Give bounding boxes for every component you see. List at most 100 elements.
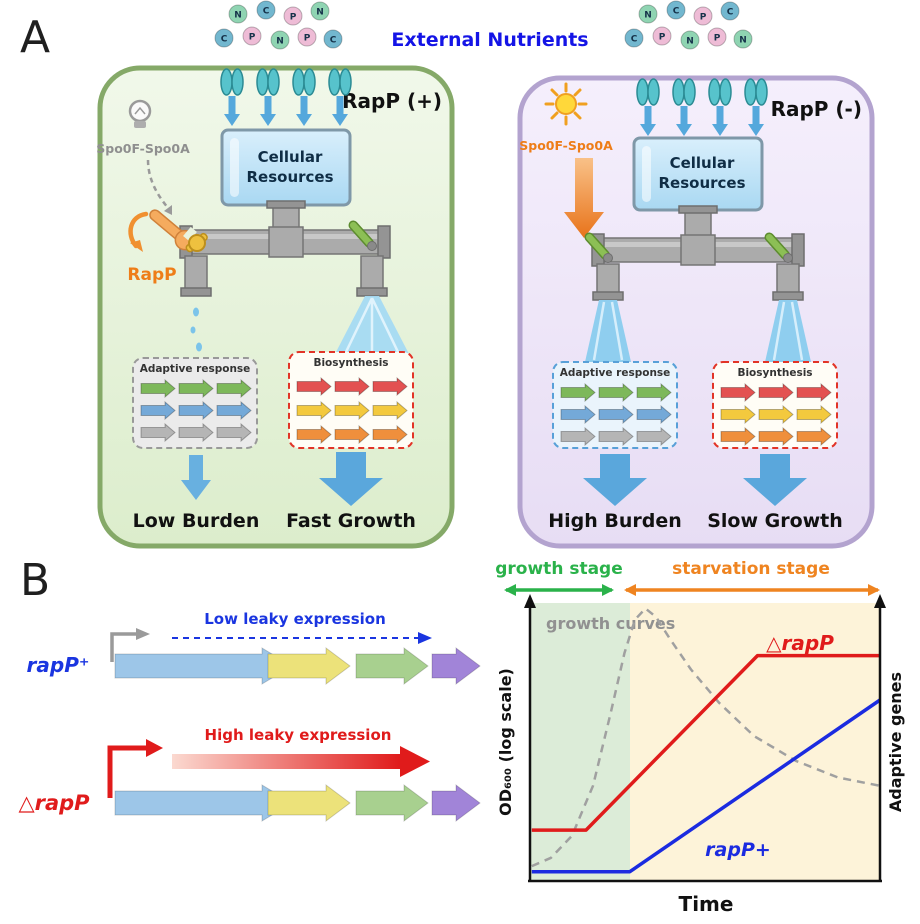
leaky-expression-arrowhead xyxy=(418,632,432,644)
nutrient-molecule: N xyxy=(733,29,753,49)
y-axis-right-arrowhead xyxy=(874,594,886,608)
biosynthesis-box-title: Biosynthesis xyxy=(737,367,812,379)
outcome-label: Low Burden xyxy=(133,510,260,532)
nutrient-molecule: C xyxy=(214,28,234,48)
outcome-label: High Burden xyxy=(548,510,682,532)
stage-label: starvation stage xyxy=(672,559,830,579)
promoter-arrowhead xyxy=(146,739,163,757)
adaptive-response-box: Adaptive response xyxy=(552,361,678,449)
gene-arrow xyxy=(267,647,351,685)
cell-rapp-minus: RapP (-) Spo0F-Spo0A Cellular Resources xyxy=(517,75,875,549)
wrench-icon xyxy=(149,209,197,251)
open-valve-icon xyxy=(764,232,793,263)
svg-text:N: N xyxy=(316,8,324,18)
promoter-icon xyxy=(107,745,146,798)
svg-text:C: C xyxy=(221,35,228,45)
tank-label-line2: Resources xyxy=(246,168,333,186)
gene-arrow xyxy=(114,784,293,822)
svg-text:C: C xyxy=(727,8,734,18)
nutrient-cluster-right: N C P C C P N P N xyxy=(624,0,753,50)
expression-label: High leaky expression xyxy=(205,726,392,744)
biosynthesis-box: Biosynthesis xyxy=(288,351,414,449)
resource-tank: Cellular Resources xyxy=(220,128,352,207)
series-delta-rapp xyxy=(531,653,880,832)
svg-text:C: C xyxy=(263,7,270,17)
leaky-expression-arrow xyxy=(172,754,400,769)
operon-wildtype: rapP⁺ Low leaky expression xyxy=(27,610,481,685)
tank-label-line1: Cellular xyxy=(258,148,323,166)
nutrient-molecule: C xyxy=(666,0,686,20)
outcome-arrow-large xyxy=(319,452,383,506)
svg-text:C: C xyxy=(631,35,638,45)
adaptive-box-title: Adaptive response xyxy=(140,363,251,375)
svg-text:N: N xyxy=(276,37,284,47)
active-signal-arrow xyxy=(564,158,604,238)
nutrient-molecule: P xyxy=(652,26,672,46)
pipe-system xyxy=(591,205,805,301)
svg-text:N: N xyxy=(739,36,747,46)
regulator-label: Spo0F-Spo0A xyxy=(96,141,190,156)
svg-text:N: N xyxy=(644,11,652,21)
biosynthesis-box: Biosynthesis xyxy=(712,361,838,449)
svg-text:P: P xyxy=(290,13,297,23)
nutrient-molecule: C xyxy=(624,28,644,48)
nutrient-molecule: N xyxy=(270,30,290,50)
gene-arrow xyxy=(355,647,429,685)
nutrient-molecule: N xyxy=(680,30,700,50)
nutrient-molecule: C xyxy=(720,1,740,21)
stage-label: growth stage xyxy=(495,559,623,579)
outcome-label: Slow Growth xyxy=(707,510,843,532)
series-label-delta-rapp: △rapP xyxy=(766,631,834,655)
adaptive-box-title: Adaptive response xyxy=(560,367,671,379)
svg-text:P: P xyxy=(659,33,666,43)
series-label-rapp-plus: rapP+ xyxy=(705,839,771,861)
adaptive-response-box: Adaptive response xyxy=(132,357,258,449)
tank-label-line2: Resources xyxy=(658,174,745,192)
biosynthesis-box-title: Biosynthesis xyxy=(313,357,388,369)
svg-text:C: C xyxy=(673,7,680,17)
nutrient-molecule: N xyxy=(310,1,330,21)
inactive-signal-arrow xyxy=(146,159,169,209)
inactive-signal-arrowhead xyxy=(164,205,172,215)
tank-label-line1: Cellular xyxy=(670,154,735,172)
drip-drops xyxy=(190,307,202,352)
svg-text:P: P xyxy=(304,34,311,44)
operon-label: △rapP xyxy=(18,791,90,815)
outcome-arrow-large xyxy=(583,454,647,506)
gene-arrow xyxy=(114,647,293,685)
lightbulb-icon xyxy=(128,99,152,128)
y-axis-left-arrowhead xyxy=(524,594,536,608)
open-valve-icon xyxy=(584,232,613,263)
nutrient-molecule: P xyxy=(693,6,713,26)
pipe-system xyxy=(179,200,391,297)
nutrient-molecule: N xyxy=(228,4,248,24)
starvation-stage-annotation: starvation stage xyxy=(624,559,880,596)
nutrient-molecule: P xyxy=(283,6,303,26)
sun-icon xyxy=(544,82,588,126)
cell-rapp-plus: RapP (+) Cellular Resources xyxy=(96,65,455,549)
water-stream xyxy=(585,300,631,362)
nutrient-cluster-left: N C P N C P N P C xyxy=(214,0,343,50)
x-axis-label: Time xyxy=(679,892,734,916)
svg-text:P: P xyxy=(714,34,721,44)
nutrient-molecule: P xyxy=(242,26,262,46)
growth-plot: growth stage starvation stage growth cur… xyxy=(495,559,905,916)
panel-b-label: B xyxy=(20,555,50,606)
outcome-arrow-small xyxy=(181,455,211,500)
nutrient-molecule: C xyxy=(256,0,276,20)
gene-arrow xyxy=(355,784,429,822)
nutrient-molecule: C xyxy=(323,29,343,49)
leaky-expression-arrowhead xyxy=(400,746,430,777)
water-spray xyxy=(335,296,409,354)
nutrient-molecule: P xyxy=(707,27,727,47)
svg-text:C: C xyxy=(330,36,337,46)
series-rapp-plus xyxy=(531,698,881,874)
operon-mutant: △rapP High leaky expression xyxy=(18,726,481,822)
open-valve-icon xyxy=(348,220,377,251)
growth-stage-band xyxy=(530,603,630,880)
promoter-icon xyxy=(110,632,136,662)
nutrient-molecule: P xyxy=(297,27,317,47)
y-axis-label-left: OD₆₀₀ (log scale) xyxy=(496,668,515,816)
closed-valve-icon xyxy=(185,232,208,253)
growth-stage-annotation: growth stage xyxy=(495,559,623,596)
